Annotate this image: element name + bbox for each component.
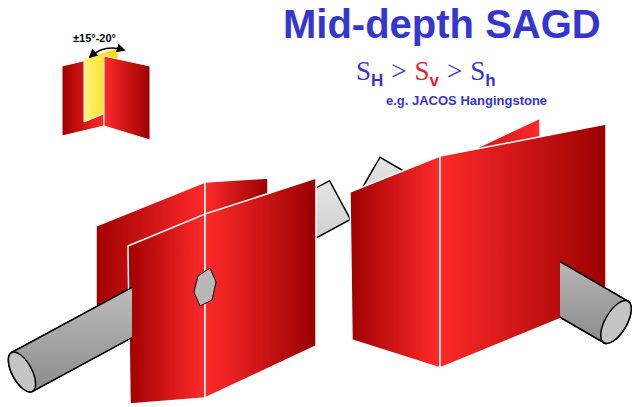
stress-subscript: H bbox=[371, 72, 383, 89]
stress-symbol: S bbox=[356, 58, 371, 85]
rotation-pictogram bbox=[62, 48, 150, 140]
fracture-along-well bbox=[350, 118, 637, 368]
stress-subscript: h bbox=[485, 72, 495, 89]
pipe-end bbox=[595, 296, 638, 348]
example-note: e.g. JACOS Hangingstone bbox=[386, 94, 547, 107]
stress-subscript: v bbox=[430, 72, 439, 89]
inequality-sign: > bbox=[391, 58, 406, 85]
fracture-across-well bbox=[3, 178, 351, 404]
stress-symbol: S bbox=[470, 58, 485, 85]
pipe-end bbox=[3, 348, 41, 396]
stress-symbol: S bbox=[415, 58, 430, 85]
stress-order: SH>Sv>Sh bbox=[356, 58, 496, 85]
rotation-angle: ±15°-20° bbox=[72, 33, 117, 44]
title: Mid-depth SAGD bbox=[283, 4, 601, 44]
inequality-sign: > bbox=[447, 58, 462, 85]
well-pipe bbox=[12, 181, 132, 392]
